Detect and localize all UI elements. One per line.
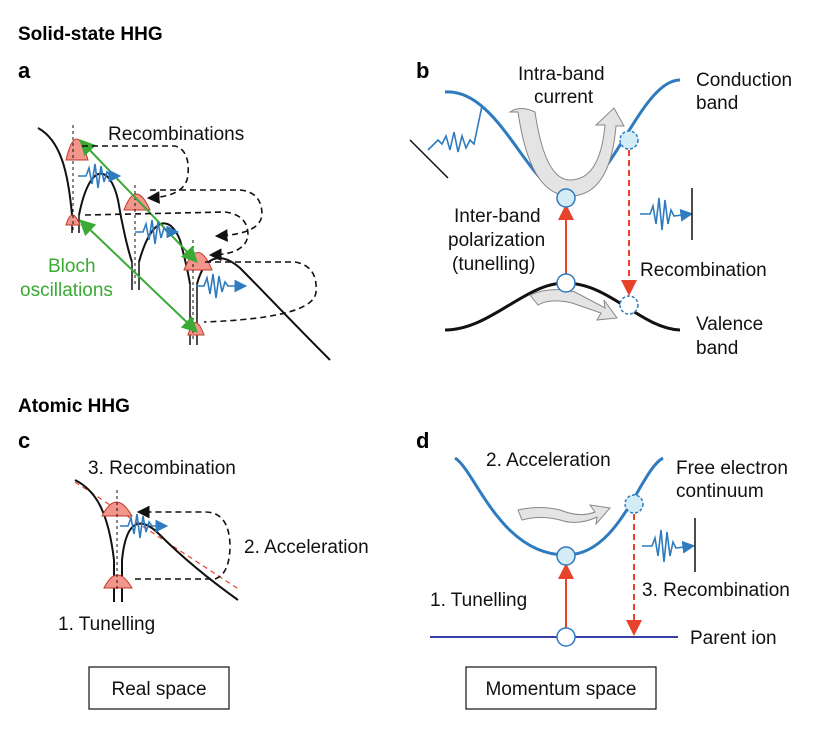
real-space-box: Real space [88, 666, 230, 710]
panel-c-letter: c [18, 428, 30, 453]
continuum-label-line2: continuum [676, 481, 764, 502]
panel-b-letter: b [416, 58, 429, 83]
panel-a-letter: a [18, 58, 31, 83]
section-title-solid-state: Solid-state HHG [18, 24, 163, 45]
interband-label-line2: polarization [448, 230, 545, 251]
tunelling-label-c: 1. Tunelling [58, 614, 155, 635]
parent-ion-label: Parent ion [690, 628, 777, 649]
section-title-atomic: Atomic HHG [18, 396, 130, 417]
tunelling-label-d: 1. Tunelling [430, 590, 527, 611]
recombination-label-d: 3. Recombination [642, 580, 790, 601]
bloch-label-line1: Bloch [48, 256, 96, 277]
continuum-label-line1: Free electron [676, 458, 788, 479]
panel-d: d 2. Acceleration Free electron continuu… [416, 428, 790, 649]
conduction-label-line2: band [696, 93, 738, 114]
conduction-label-line1: Conduction [696, 70, 792, 91]
valence-label-line2: band [696, 338, 738, 359]
panel-b: b Intra-band current Conduction band Int… [409, 58, 792, 359]
recombination-label-b: Recombination [640, 260, 767, 281]
panel-d-letter: d [416, 428, 429, 453]
acceleration-label-c: 2. Acceleration [244, 537, 369, 558]
panel-c: c 3. Recombination 2. Acceleration 1. Tu… [18, 428, 369, 635]
intraband-label-line1: Intra-band [518, 64, 605, 85]
interband-label-line1: Inter-band [454, 206, 541, 227]
valence-label-line1: Valence [696, 314, 763, 335]
recombinations-label: Recombinations [108, 124, 244, 145]
momentum-space-label: Momentum space [485, 679, 636, 700]
acceleration-label-d: 2. Acceleration [486, 450, 611, 471]
panel-a: a Recombinations Bloch oscillations [18, 58, 331, 361]
bloch-label-line2: oscillations [20, 280, 113, 301]
momentum-space-box: Momentum space [465, 666, 657, 710]
interband-label-line3: (tunelling) [452, 254, 535, 275]
real-space-label: Real space [111, 679, 206, 700]
recombination-label-c: 3. Recombination [88, 458, 236, 479]
intraband-label-line2: current [534, 87, 594, 108]
